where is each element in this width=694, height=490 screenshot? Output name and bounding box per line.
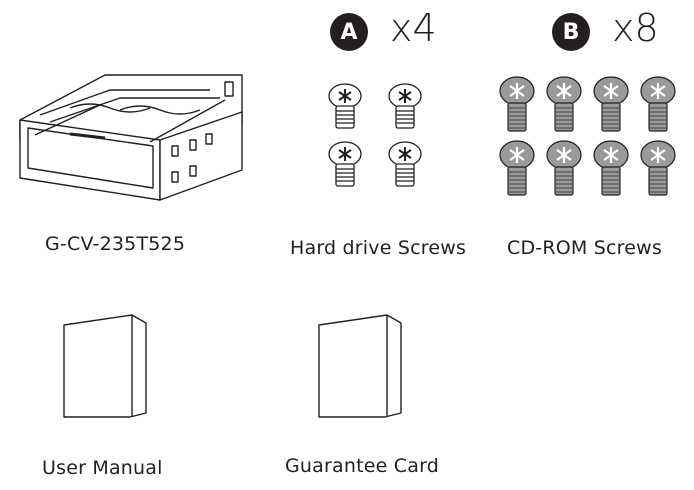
cdrom-screws-label: CD-ROM Screws bbox=[507, 237, 662, 259]
hdd-screws-illustration bbox=[328, 83, 422, 187]
drive-bay-bracket-illustration bbox=[19, 74, 243, 201]
hdd-screw-quantity: x4 bbox=[390, 6, 437, 50]
user-manual-label: User Manual bbox=[42, 457, 163, 479]
guarantee-card-label: Guarantee Card bbox=[285, 455, 440, 477]
badge-b: B bbox=[552, 13, 590, 51]
bracket-label: G-CV-235T525 bbox=[45, 233, 186, 255]
hdd-screws-label: Hard drive Screws bbox=[290, 237, 467, 259]
cdrom-screw-quantity: x8 bbox=[612, 6, 659, 50]
cdrom-screws-illustration bbox=[498, 75, 677, 197]
guarantee-card-illustration bbox=[318, 314, 402, 418]
badge-a: A bbox=[330, 13, 368, 51]
user-manual-illustration bbox=[63, 314, 147, 418]
